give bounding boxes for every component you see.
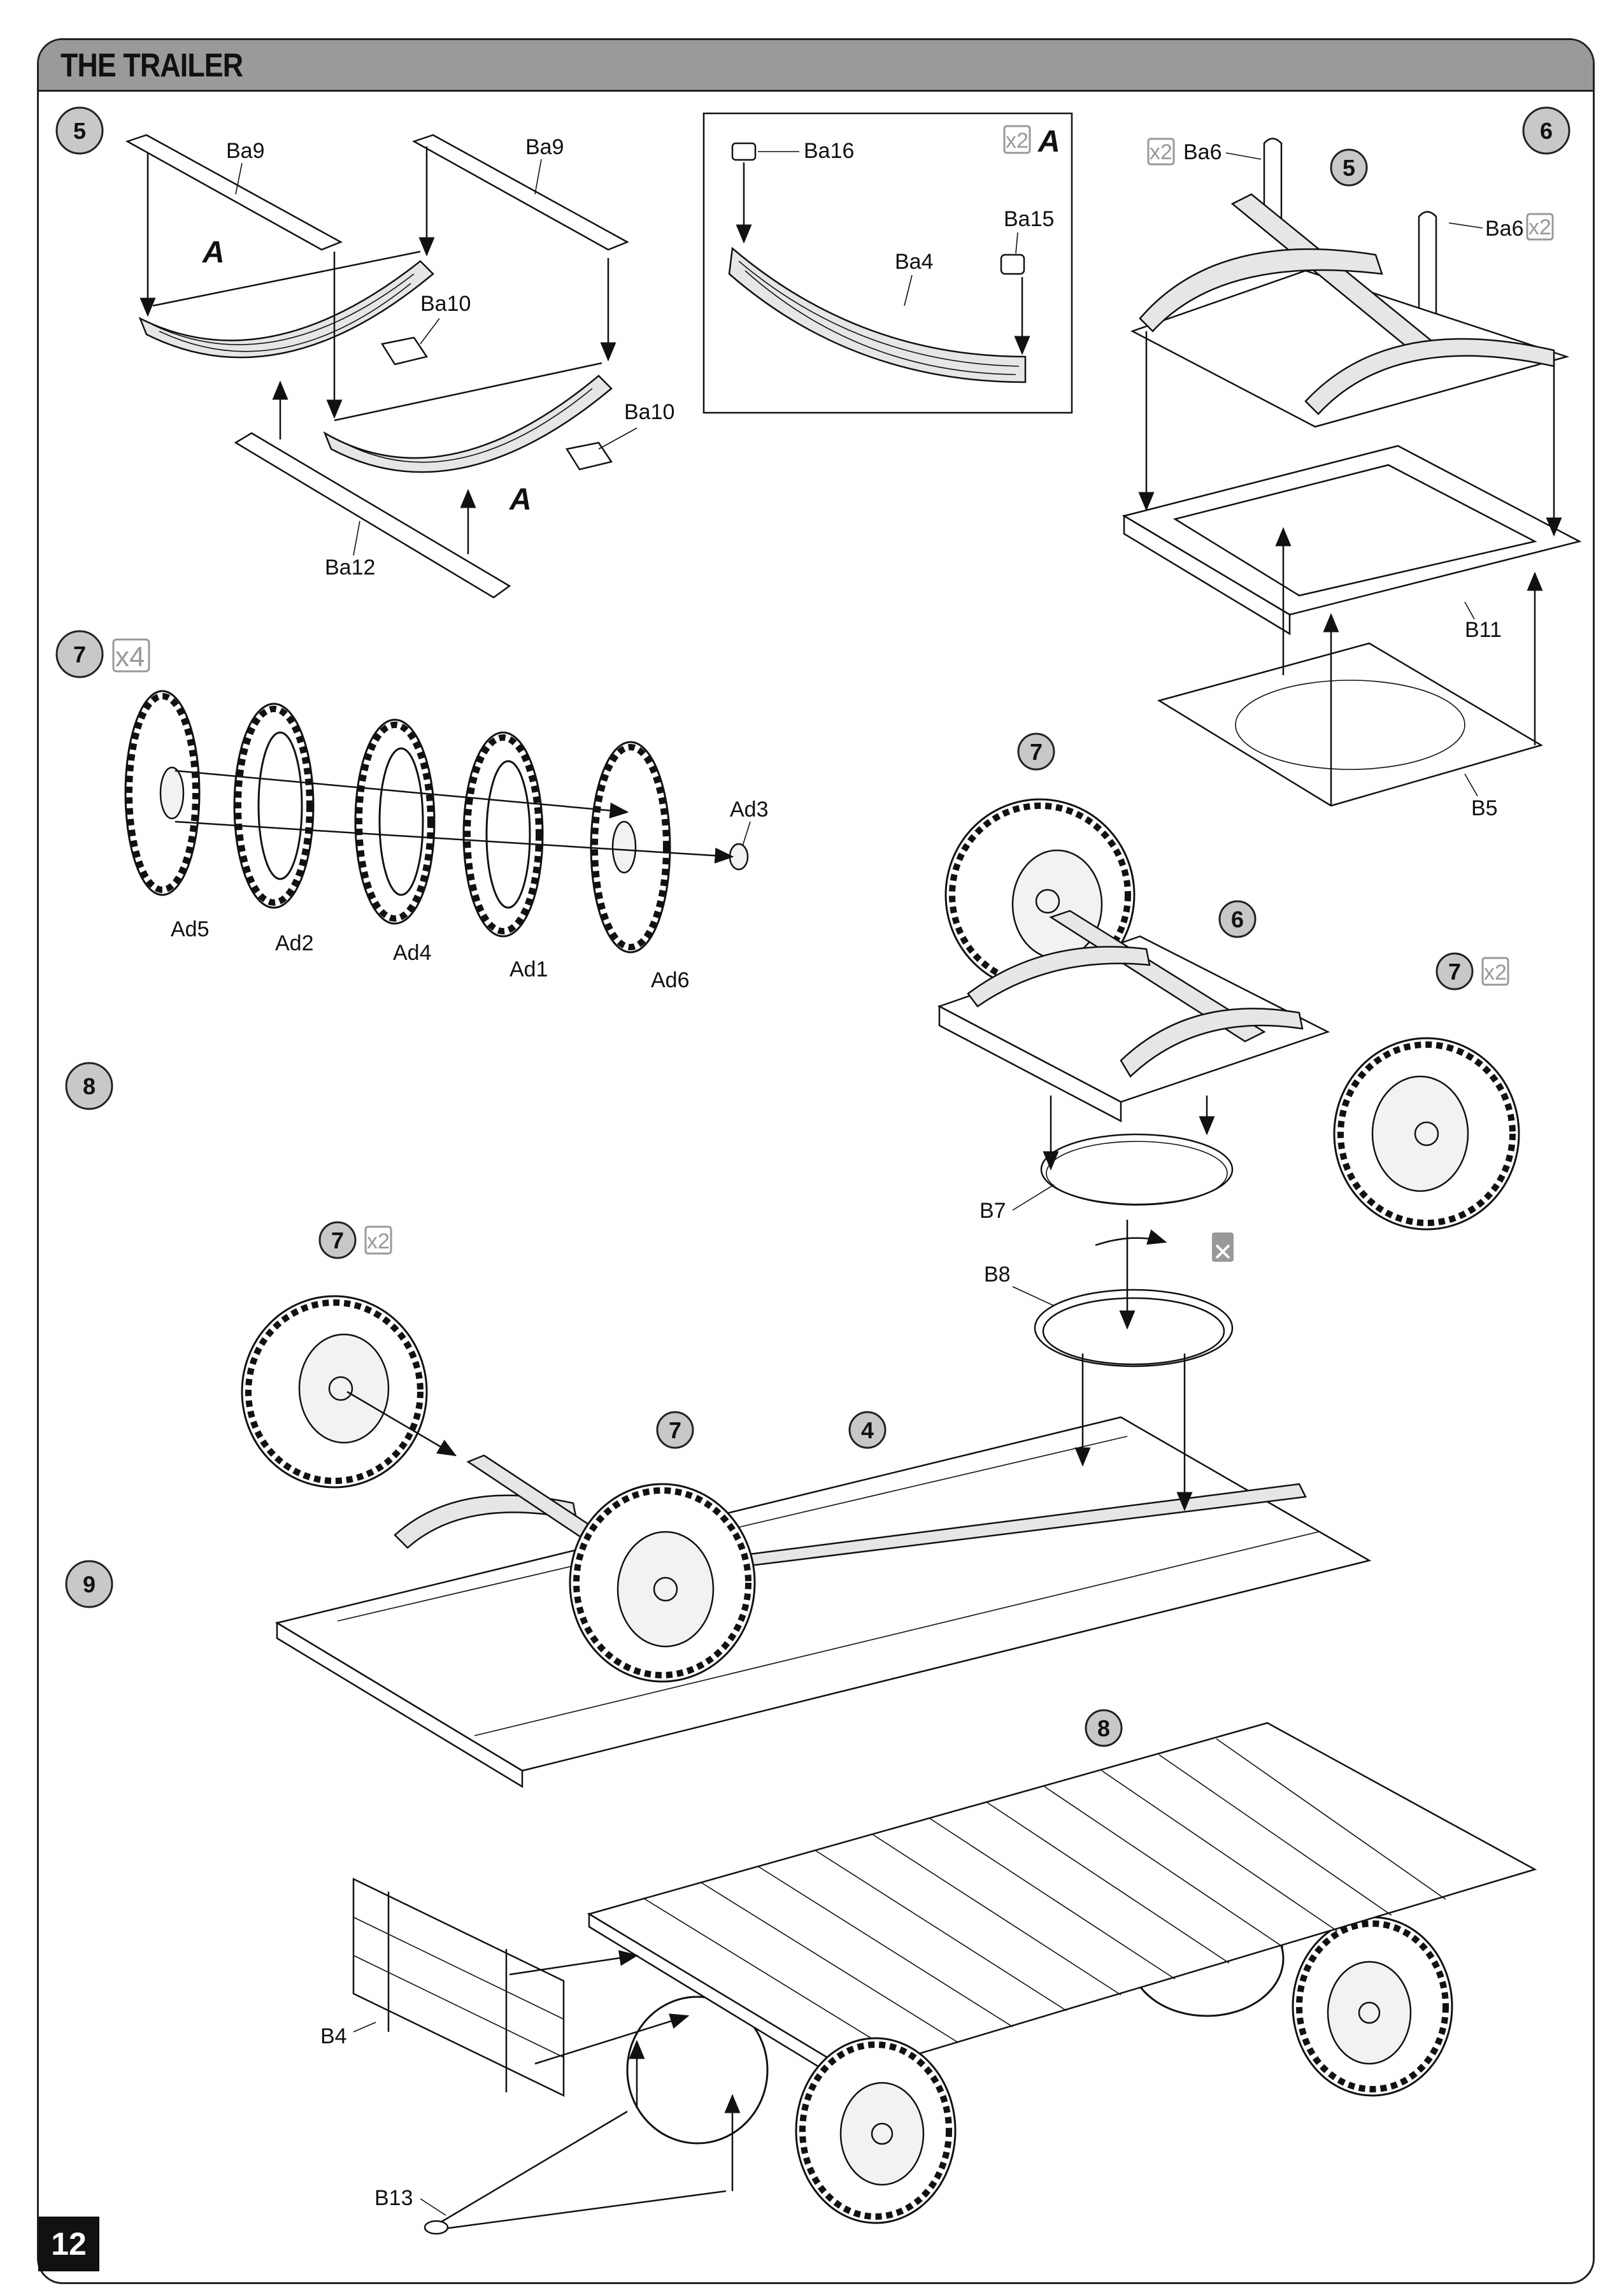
- step-7-number: 7: [73, 641, 86, 668]
- mark-a-lower: A: [509, 483, 532, 517]
- label-b7: B7: [979, 1199, 1006, 1223]
- page-number: 12: [51, 2226, 87, 2262]
- label-ba12: Ba12: [325, 555, 375, 580]
- step-6: 6 x2 Ba6 Ba6 x2 5 B11 B5: [1122, 106, 1582, 820]
- label-ad5: Ad5: [171, 917, 210, 941]
- ba15-shackle: [1000, 254, 1025, 275]
- spring-assembly-inset: x2 A Ba16 Ba15 Ba4: [702, 112, 1073, 414]
- ba16-shackle: [731, 142, 757, 161]
- hub-cap-ad3: [729, 843, 749, 871]
- b7-ring: [1040, 1133, 1234, 1206]
- step-ref-8: 8: [1097, 1715, 1110, 1741]
- ba10-clamp-upper: [380, 336, 429, 366]
- step-8: 8 7 6 7 x2 B7: [65, 732, 1520, 1368]
- step-6-number: 6: [1540, 118, 1553, 144]
- label-b8: B8: [984, 1262, 1011, 1287]
- label-b4: B4: [320, 2024, 347, 2048]
- label-ba15: Ba15: [1004, 207, 1054, 231]
- step-9: 9 7 x2 7 4: [65, 1221, 1372, 1789]
- b5-turntable-base: [1157, 642, 1544, 807]
- quantity-wheel-left: x2: [367, 1229, 390, 1254]
- final-assembly: 8 B4: [320, 1709, 1537, 2235]
- step-7-badge: [55, 630, 104, 678]
- label-ad6: Ad6: [651, 968, 690, 992]
- step-6-badge: [1522, 106, 1571, 155]
- bogie-top-frame: [1130, 269, 1570, 428]
- ba4-leaf-spring: [728, 246, 1027, 383]
- step-5: 5 Ba9 Ba9 A A Ba10 Ba10 Ba12: [55, 106, 674, 599]
- label-b11: B11: [1465, 618, 1502, 642]
- label-ba6-left: Ba6: [1183, 140, 1222, 164]
- step-ref-7-left: 7: [331, 1227, 344, 1254]
- ba6-u-bolt-right: [1418, 211, 1437, 322]
- b8-ring: [1034, 1289, 1234, 1368]
- label-b13: B13: [374, 2186, 413, 2210]
- mark-a-inset: A: [1037, 125, 1060, 159]
- label-ad3: Ad3: [730, 797, 769, 822]
- step-ref-7-top: 7: [1030, 739, 1043, 765]
- ba6-u-bolt-left: [1263, 138, 1283, 220]
- label-ba10-upper: Ba10: [420, 292, 471, 316]
- label-ba9-left: Ba9: [226, 139, 265, 163]
- inset-frame: [702, 112, 1073, 414]
- step-8-badge: [65, 1062, 113, 1110]
- step-ref-4: 4: [861, 1417, 874, 1443]
- ba9-plate-right: [411, 134, 629, 251]
- mark-a-upper: A: [202, 236, 225, 269]
- step-5-badge: [55, 106, 104, 155]
- quantity-box-inset: [1003, 125, 1031, 154]
- rotate-arrow-icon: [1095, 1229, 1167, 1247]
- page-number-box: 12: [38, 2217, 99, 2271]
- quantity-x4: x4: [115, 641, 145, 673]
- rear-spring: [394, 1494, 578, 1549]
- step-5-number: 5: [73, 118, 86, 144]
- label-b5: B5: [1471, 796, 1498, 820]
- label-ad4: Ad4: [393, 941, 432, 965]
- step-ref-6: 6: [1231, 906, 1244, 932]
- step-7: 7 x4 Ad5 Ad2 Ad4 Ad1 Ad6 Ad3: [55, 630, 769, 992]
- leaf-spring-lower: [323, 375, 613, 473]
- b11-frame-inner: [1172, 464, 1537, 597]
- step-9-number: 9: [83, 1571, 96, 1597]
- b11-frame-side: [1123, 514, 1291, 636]
- section-title: THE TRAILER: [61, 47, 243, 84]
- b4-tailgate: [352, 1878, 565, 2097]
- section-header: THE TRAILER: [39, 40, 1593, 92]
- label-ba4: Ba4: [895, 250, 934, 274]
- step-ref-7-middle: 7: [669, 1417, 681, 1443]
- quantity-ba6-left: x2: [1150, 140, 1172, 164]
- ba12-axle: [234, 432, 511, 599]
- ba10-clamp-lower: [565, 441, 613, 471]
- label-ba16: Ba16: [804, 139, 854, 163]
- quantity-wheel-right: x2: [1484, 961, 1507, 985]
- chassis-frame: [274, 1416, 1372, 1772]
- ba9-plate-left: [125, 134, 343, 251]
- label-ba6-right: Ba6: [1485, 217, 1524, 241]
- step-ref-7-right: 7: [1448, 959, 1461, 985]
- label-ad1: Ad1: [509, 957, 548, 982]
- label-ad2: Ad2: [275, 931, 314, 955]
- label-ba10-lower: Ba10: [624, 400, 674, 424]
- step-ref-5: 5: [1343, 155, 1355, 181]
- label-ba9-right: Ba9: [525, 135, 564, 159]
- bogie-spring-left: [1139, 248, 1383, 332]
- b13-drawbar: [439, 2110, 727, 2231]
- quantity-inset: x2: [1006, 129, 1029, 153]
- quantity-ba6-right: x2: [1528, 215, 1551, 239]
- step-9-badge: [65, 1560, 113, 1608]
- step-8-number: 8: [83, 1073, 96, 1099]
- no-glue-icon: [1212, 1232, 1234, 1262]
